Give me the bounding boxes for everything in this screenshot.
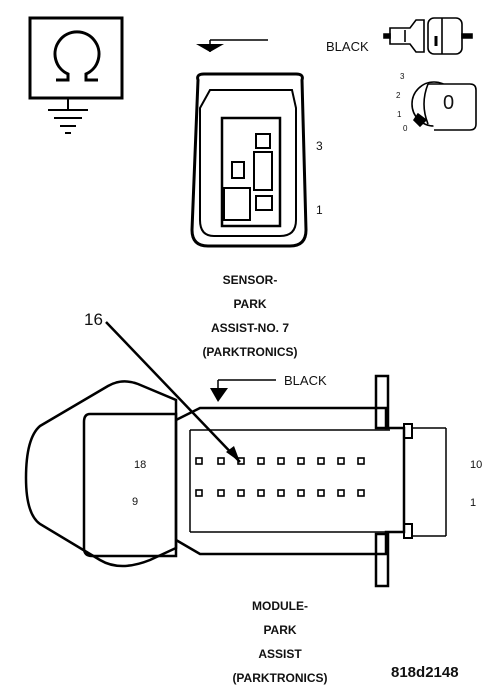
module-caption-line-4: (PARKTRONICS) [232, 671, 328, 685]
sensor-wire-color-label: BLACK [326, 39, 369, 54]
key-position-3: 3 [400, 72, 405, 81]
module-caption-line-3: ASSIST [258, 647, 302, 661]
sensor-pin-1-label: 1 [316, 203, 323, 217]
module-connector [24, 321, 447, 588]
sensor-caption-line-1: SENSOR- [222, 273, 278, 287]
module-pin-10-label: 10 [470, 459, 483, 471]
key-position-0: 0 [403, 124, 408, 133]
module-wire-color-label: BLACK [284, 373, 327, 388]
sensor-pin-3-label: 3 [316, 139, 323, 153]
sensor-caption-line-2: PARK [233, 297, 267, 311]
callout-16: 16 [84, 310, 103, 329]
module-pin-9-label: 9 [132, 496, 139, 508]
key-label: 0 [443, 92, 455, 114]
module-pin-18-label: 18 [134, 459, 147, 471]
key-switch-icon [383, 17, 477, 131]
ohmmeter-ground-icon [28, 16, 124, 134]
module-caption-line-2: PARK [263, 623, 297, 637]
figure-id: 818d2148 [391, 664, 459, 681]
sensor-connector [190, 39, 308, 248]
sensor-caption-line-4: (PARKTRONICS) [202, 345, 298, 359]
module-caption: MODULE- PARK ASSIST (PARKTRONICS) [200, 594, 360, 690]
module-caption-line-1: MODULE- [252, 599, 308, 613]
key-position-1: 1 [397, 110, 402, 119]
key-position-2: 2 [396, 91, 401, 100]
module-pin-1-label: 1 [470, 497, 477, 509]
sensor-caption-line-3: ASSIST-NO. 7 [210, 321, 290, 335]
sensor-caption: SENSOR- PARK ASSIST-NO. 7 (PARKTRONICS) [175, 268, 325, 364]
